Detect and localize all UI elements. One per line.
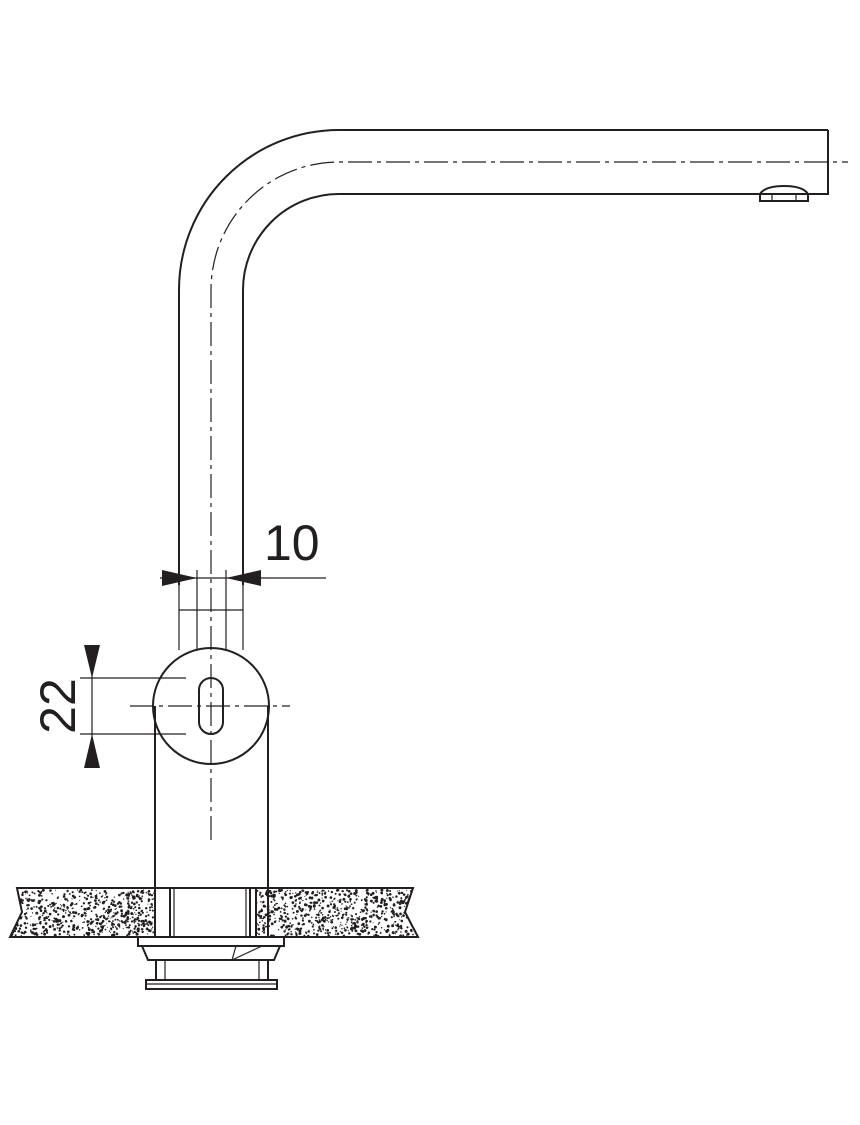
spout-outer-edge [178, 129, 828, 585]
countertop-left [8, 887, 156, 938]
pipe-width-dimension: 10 [160, 515, 326, 650]
spout-end-cap [808, 130, 829, 195]
mounting-nut [137, 936, 285, 990]
countertop-section [8, 887, 420, 938]
lever-height-dimension: 22 [30, 645, 186, 768]
spout-centerline [210, 161, 848, 840]
pipe-width-label: 10 [264, 515, 320, 571]
lever-hub [130, 647, 290, 765]
lever-height-label: 22 [30, 678, 86, 734]
aerator [758, 184, 810, 202]
mounting-shank [154, 887, 269, 938]
spout-pipe [178, 129, 848, 840]
spout-inner-edge [242, 193, 760, 585]
faucet-body [154, 706, 269, 888]
